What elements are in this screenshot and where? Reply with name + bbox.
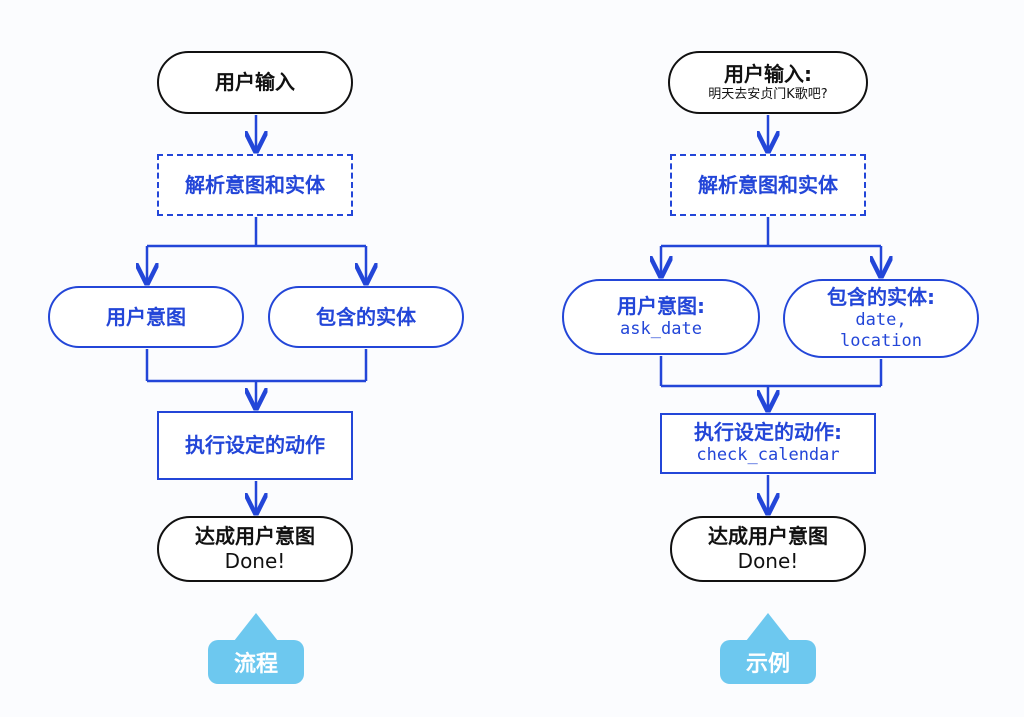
right-entity-value-location: location <box>840 331 922 351</box>
right-entity-label: 包含的实体: <box>827 284 935 309</box>
right-goal-label: 达成用户意图 <box>708 524 828 548</box>
left-input-node: 用户输入 <box>157 51 353 114</box>
left-entity-label: 包含的实体 <box>316 304 416 329</box>
left-done-label: Done! <box>224 549 286 573</box>
left-flow-tag-label: 流程 <box>233 652 278 677</box>
right-intent-value: ask_date <box>620 318 702 339</box>
left-entity-node: 包含的实体 <box>268 286 464 348</box>
right-action-value: check_calendar <box>696 445 840 466</box>
left-goal-label: 达成用户意图 <box>195 524 315 548</box>
left-flow-tag: 流程 <box>208 640 304 684</box>
right-entity-node: 包含的实体: date, location <box>783 279 979 358</box>
right-goal-node: 达成用户意图 Done! <box>670 516 866 582</box>
right-example-tag: 示例 <box>720 640 816 684</box>
left-action-node: 执行设定的动作 <box>157 411 353 480</box>
left-input-label: 用户输入 <box>215 70 295 94</box>
left-intent-node: 用户意图 <box>48 286 244 348</box>
right-input-node: 用户输入: 明天去安贞门K歌吧? <box>668 51 868 114</box>
tag-pointer-left <box>234 613 278 641</box>
left-action-label: 执行设定的动作 <box>185 433 325 457</box>
right-entity-value-date: date, <box>855 309 907 330</box>
left-parse-label: 解析意图和实体 <box>185 172 325 197</box>
right-intent-label: 用户意图: <box>617 293 705 318</box>
right-parse-node: 解析意图和实体 <box>670 154 866 216</box>
tag-pointer-right <box>746 613 790 641</box>
right-input-label: 用户输入: <box>724 61 812 86</box>
right-parse-label: 解析意图和实体 <box>698 172 838 197</box>
right-done-label: Done! <box>737 549 799 573</box>
right-action-node: 执行设定的动作: check_calendar <box>660 413 876 474</box>
left-intent-label: 用户意图 <box>106 304 186 329</box>
left-parse-node: 解析意图和实体 <box>157 154 353 216</box>
left-goal-node: 达成用户意图 Done! <box>157 516 353 582</box>
right-intent-node: 用户意图: ask_date <box>562 279 760 355</box>
right-input-example: 明天去安贞门K歌吧? <box>708 86 828 102</box>
right-example-tag-label: 示例 <box>745 652 790 677</box>
right-action-label: 执行设定的动作: <box>694 420 842 445</box>
